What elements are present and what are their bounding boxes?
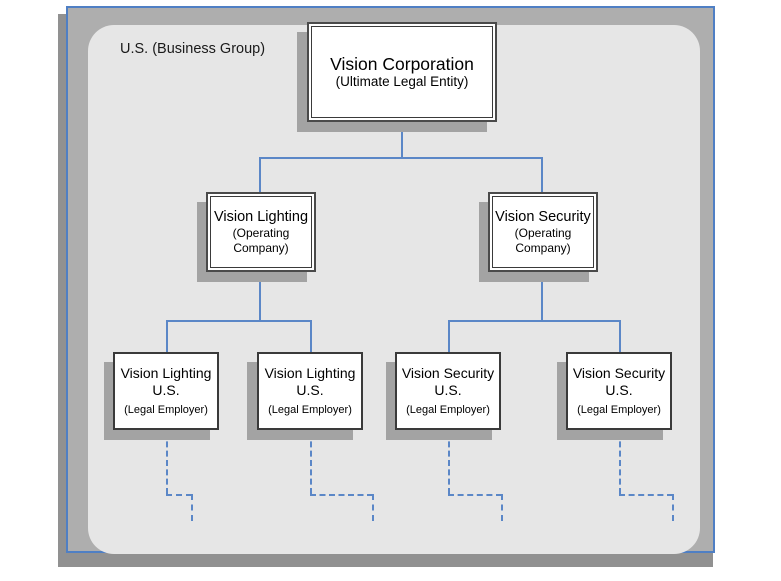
node-vision-corporation-title: Vision Corporation	[330, 53, 474, 74]
node-legal-employer-4-title-line1: Vision Security	[572, 365, 666, 381]
node-legal-employer-3-title-line2: U.S.	[434, 381, 462, 398]
node-legal-employer-4-inner: Vision Security U.S. (Legal Employer)	[568, 354, 670, 428]
connector-level1-bus	[259, 157, 543, 159]
dashed-tail-employer-4-vertical	[619, 432, 621, 494]
node-legal-employer-2-inner: Vision Lighting U.S. (Legal Employer)	[259, 354, 361, 428]
dashed-tail-employer-1-horizontal	[166, 494, 192, 496]
node-vision-security-operating[interactable]: Vision Security (Operating Company)	[488, 192, 598, 272]
node-vision-security-operating-subtitle-line1: (Operating	[514, 226, 572, 241]
node-vision-security-operating-subtitle-line2: Company)	[515, 240, 571, 255]
connector-drop-security-emp1	[448, 320, 450, 352]
node-legal-employer-4-title-line2: U.S.	[605, 381, 633, 398]
node-vision-security-operating-inner: Vision Security (Operating Company)	[492, 196, 594, 268]
node-legal-employer-2-subtitle: (Legal Employer)	[268, 404, 352, 417]
dashed-tail-employer-3-horizontal	[448, 494, 502, 496]
node-legal-employer-2-title-line1: Vision Lighting	[264, 365, 356, 381]
node-vision-corporation[interactable]: Vision Corporation (Ultimate Legal Entit…	[307, 22, 497, 122]
dashed-tail-employer-3-vertical	[448, 432, 450, 494]
dashed-tail-employer-4-end	[672, 494, 674, 521]
dashed-tail-employer-4-horizontal	[619, 494, 673, 496]
node-legal-employer-1-title-line2: U.S.	[152, 381, 180, 398]
node-legal-employer-3-title-line1: Vision Security	[401, 365, 495, 381]
node-legal-employer-1-subtitle: (Legal Employer)	[124, 404, 208, 417]
node-legal-employer-4-subtitle: (Legal Employer)	[577, 404, 661, 417]
node-vision-lighting-operating-inner: Vision Lighting (Operating Company)	[210, 196, 312, 268]
connector-lighting-trunk	[259, 271, 261, 321]
node-legal-employer-vision-lighting-us-2[interactable]: Vision Lighting U.S. (Legal Employer)	[257, 352, 363, 430]
node-vision-security-operating-title: Vision Security	[495, 209, 591, 226]
node-vision-corporation-inner: Vision Corporation (Ultimate Legal Entit…	[311, 26, 493, 118]
node-legal-employer-2-title-line2: U.S.	[296, 381, 324, 398]
node-legal-employer-1-inner: Vision Lighting U.S. (Legal Employer)	[115, 354, 217, 428]
connector-security-trunk	[541, 271, 543, 321]
connector-drop-lighting	[259, 157, 261, 193]
connector-security-bus	[448, 320, 621, 322]
dashed-tail-employer-2-horizontal	[310, 494, 373, 496]
dashed-tail-employer-2-end	[372, 494, 374, 521]
node-vision-lighting-operating-title: Vision Lighting	[213, 209, 309, 226]
connector-drop-security-emp2	[619, 320, 621, 352]
connector-lighting-bus	[166, 320, 312, 322]
connector-drop-security	[541, 157, 543, 193]
dashed-tail-employer-1-end	[191, 494, 193, 521]
node-vision-lighting-operating-subtitle-line1: (Operating	[232, 226, 290, 241]
node-legal-employer-3-subtitle: (Legal Employer)	[406, 404, 490, 417]
node-legal-employer-vision-security-us-2[interactable]: Vision Security U.S. (Legal Employer)	[566, 352, 672, 430]
connector-drop-lighting-emp2	[310, 320, 312, 352]
node-legal-employer-3-inner: Vision Security U.S. (Legal Employer)	[397, 354, 499, 428]
node-legal-employer-1-title-line1: Vision Lighting	[120, 365, 212, 381]
business-group-label: U.S. (Business Group)	[120, 41, 266, 57]
dashed-tail-employer-1-vertical	[166, 432, 168, 494]
node-legal-employer-vision-lighting-us-1[interactable]: Vision Lighting U.S. (Legal Employer)	[113, 352, 219, 430]
connector-corp-trunk	[401, 120, 403, 158]
dashed-tail-employer-3-end	[501, 494, 503, 521]
dashed-tail-employer-2-vertical	[310, 432, 312, 494]
connector-drop-lighting-emp1	[166, 320, 168, 352]
node-legal-employer-vision-security-us-1[interactable]: Vision Security U.S. (Legal Employer)	[395, 352, 501, 430]
node-vision-corporation-subtitle: (Ultimate Legal Entity)	[335, 74, 469, 90]
node-vision-lighting-operating[interactable]: Vision Lighting (Operating Company)	[206, 192, 316, 272]
node-vision-lighting-operating-subtitle-line2: Company)	[233, 240, 289, 255]
